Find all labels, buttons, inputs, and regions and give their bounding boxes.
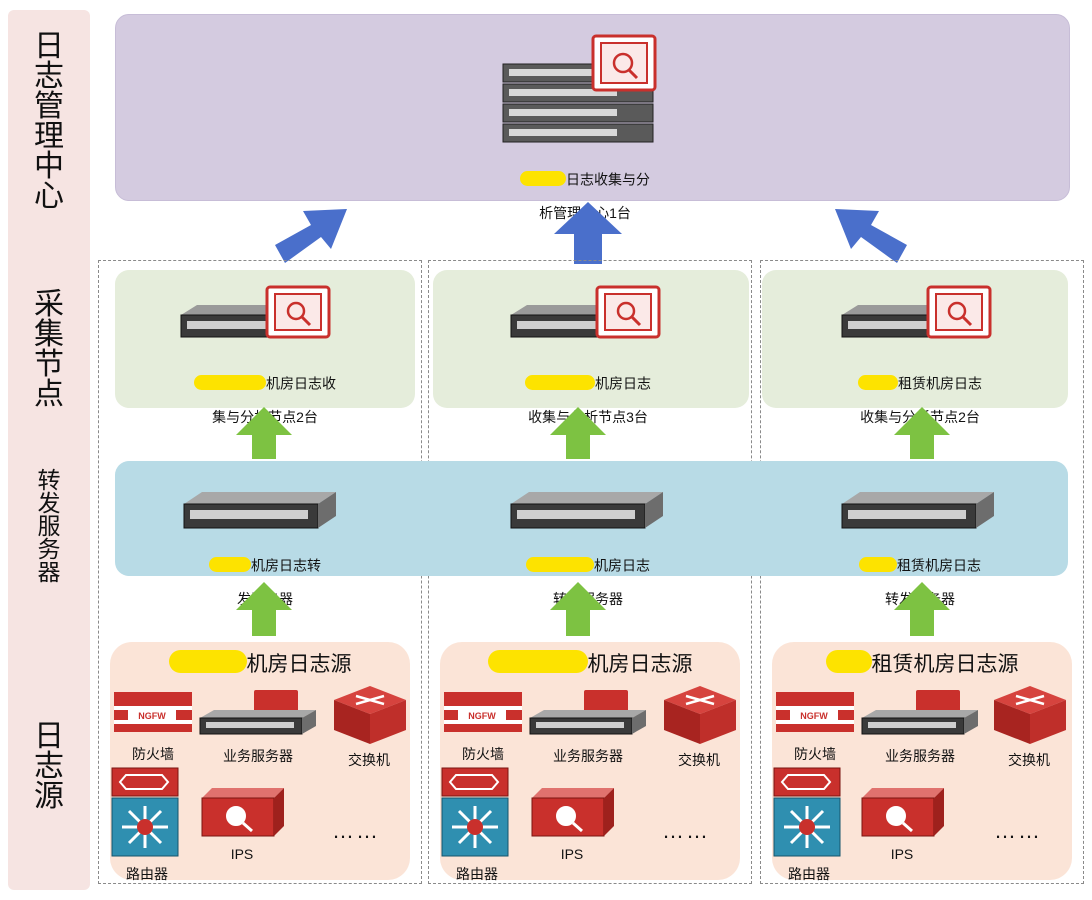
- redaction-highlight: [487, 649, 588, 673]
- more-devices-2: ……: [662, 818, 710, 843]
- redaction-highlight: [859, 557, 897, 573]
- label-log-management-center: 日 志 管 理 中 心: [34, 29, 64, 214]
- category-sidebar: [8, 10, 90, 890]
- firewall-icon-1: NGFW: [114, 692, 192, 732]
- redaction-highlight: [526, 557, 594, 573]
- ips-caption-1: IPS: [230, 846, 254, 862]
- arrow-up-green-collect-3: [894, 407, 950, 459]
- redaction-highlight: [520, 171, 566, 187]
- redaction-highlight: [168, 649, 247, 673]
- ngfw-label: NGFW: [800, 711, 828, 721]
- router-icon-3: [773, 767, 841, 857]
- redaction-highlight: [194, 375, 266, 391]
- switch-caption-3: 交换机: [1008, 752, 1050, 768]
- redaction-highlight: [209, 557, 251, 573]
- label-collection-node: 采 集 节 点: [34, 287, 64, 412]
- switch-caption-2: 交换机: [678, 752, 720, 768]
- firewall-icon-2: NGFW: [444, 692, 522, 732]
- collect-caption-3: 租赁机房日志 收集与分析节点2台: [810, 358, 1030, 426]
- arrow-up-green-forward-1: [236, 582, 292, 636]
- firewall-caption-2: 防火墙: [462, 746, 504, 762]
- router-caption-3: 路由器: [788, 866, 830, 882]
- management-server-stack-icon: [502, 34, 657, 143]
- business-server-icon-2: [529, 690, 646, 735]
- business-server-caption-1: 业务服务器: [223, 748, 293, 764]
- firewall-caption-1: 防火墙: [132, 746, 174, 762]
- ips-icon-2: [531, 788, 614, 837]
- arrow-up-left-blue: [835, 209, 907, 263]
- ngfw-label: NGFW: [138, 711, 166, 721]
- redaction-highlight: [525, 375, 595, 391]
- switch-icon-3: [994, 686, 1066, 744]
- log-source-title-3: 租赁机房日志源: [772, 648, 1072, 678]
- ips-caption-2: IPS: [560, 846, 584, 862]
- collect-band-3: [762, 270, 1068, 408]
- arrow-up-right-blue: [275, 209, 347, 263]
- router-icon-1: [111, 767, 179, 857]
- router-caption-1: 路由器: [126, 866, 168, 882]
- business-server-caption-3: 业务服务器: [885, 748, 955, 764]
- business-server-icon-3: [861, 690, 978, 735]
- ips-caption-3: IPS: [890, 846, 914, 862]
- arrow-up-green-collect-2: [550, 407, 606, 459]
- more-devices-3: ……: [994, 818, 1042, 843]
- forward-server-icon-2: [510, 492, 663, 529]
- label-log-source: 日 志 源: [34, 719, 64, 814]
- redaction-highlight: [858, 375, 898, 391]
- router-caption-2: 路由器: [456, 866, 498, 882]
- arrow-up-green-collect-1: [236, 407, 292, 459]
- log-source-title-1: 机房日志源: [110, 648, 410, 678]
- log-source-title-2: 机房日志源: [440, 648, 740, 678]
- arrow-up-green-forward-2: [550, 582, 606, 636]
- ips-icon-3: [861, 788, 944, 837]
- router-icon-2: [441, 767, 509, 857]
- more-devices-1: ……: [332, 818, 380, 843]
- forward-server-icon-3: [841, 492, 994, 529]
- switch-icon-1: [334, 686, 406, 744]
- arrow-up-green-forward-3: [894, 582, 950, 636]
- arrow-up-blue: [554, 202, 622, 264]
- business-server-icon-1: [199, 690, 316, 735]
- collect-server-icon-3: [841, 285, 992, 339]
- forward-server-icon-1: [183, 492, 336, 529]
- firewall-caption-3: 防火墙: [794, 746, 836, 762]
- switch-caption-1: 交换机: [348, 752, 390, 768]
- collect-server-icon-1: [180, 285, 331, 339]
- redaction-highlight: [825, 649, 872, 673]
- switch-icon-2: [664, 686, 736, 744]
- ngfw-label: NGFW: [468, 711, 496, 721]
- label-forward-server: 转 发 服 务 器: [37, 468, 61, 586]
- firewall-icon-3: NGFW: [776, 692, 854, 732]
- ips-icon-1: [201, 788, 284, 837]
- collect-server-icon-2: [510, 285, 661, 339]
- business-server-caption-2: 业务服务器: [553, 748, 623, 764]
